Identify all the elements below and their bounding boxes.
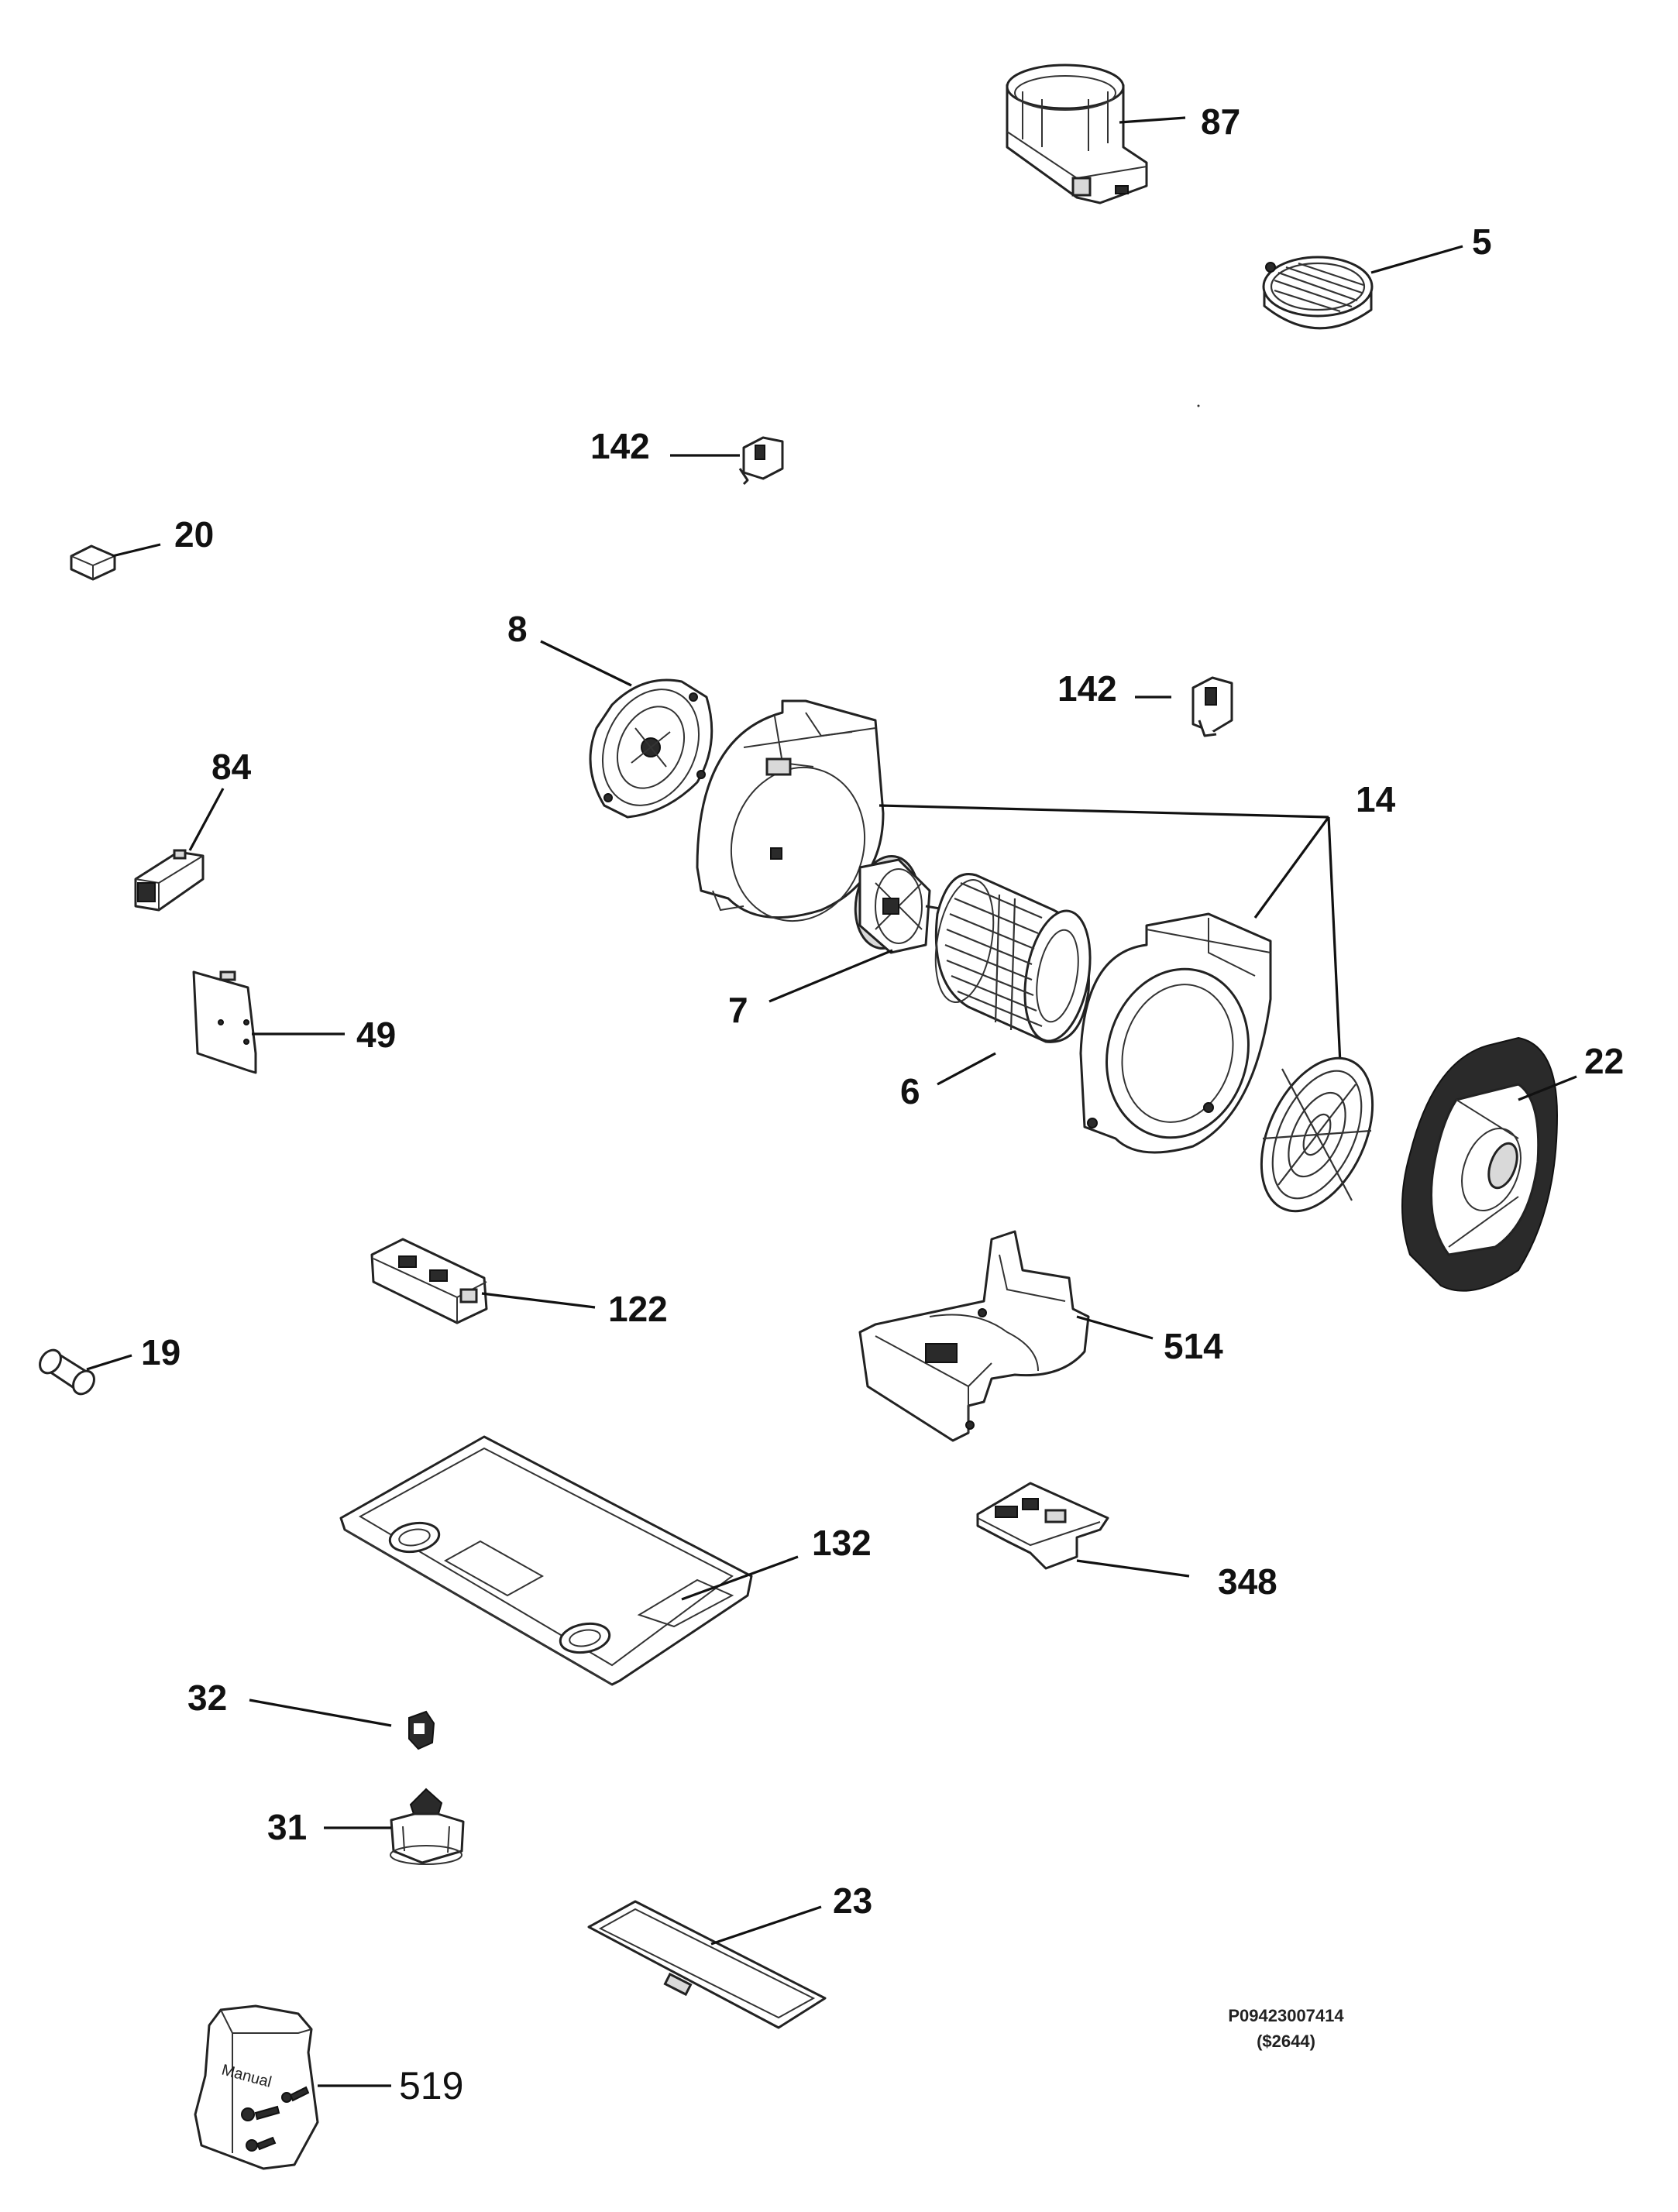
part-49-circuit-board xyxy=(192,970,257,1074)
part-84-switch-module xyxy=(134,849,205,912)
part-132-hood-bottom-panel xyxy=(339,1435,753,1686)
part-519-hardware-bag: Manual xyxy=(194,2004,319,2170)
callout-132: 132 xyxy=(812,1523,872,1563)
callout-14: 14 xyxy=(1356,779,1396,819)
callout-31: 31 xyxy=(267,1807,307,1847)
callout-142-right: 142 xyxy=(1057,668,1117,709)
callout-20: 20 xyxy=(174,514,214,555)
callout-22: 22 xyxy=(1584,1041,1624,1081)
part-20-junction-cover xyxy=(70,544,116,581)
part-5-round-grille xyxy=(1262,256,1374,330)
callout-519: 519 xyxy=(399,2064,463,2107)
part-14-blower-housing-right xyxy=(1079,912,1272,1154)
part-348-bracket xyxy=(976,1482,1109,1570)
part-142-clip-top xyxy=(738,436,784,486)
callout-87: 87 xyxy=(1201,101,1240,142)
callout-19: 19 xyxy=(141,1332,181,1372)
callout-32: 32 xyxy=(187,1678,227,1718)
reference-price: ($2644) xyxy=(1257,2032,1315,2051)
part-19-capacitor xyxy=(39,1348,95,1396)
part-14-blower-housing-left xyxy=(696,699,885,922)
callout-84: 84 xyxy=(211,747,252,787)
callout-8: 8 xyxy=(507,609,528,649)
callout-23: 23 xyxy=(833,1881,872,1921)
part-32-terminal xyxy=(408,1710,435,1750)
callout-122: 122 xyxy=(608,1289,668,1329)
part-7-motor xyxy=(854,855,950,954)
part-31-lamp xyxy=(390,1788,465,1865)
part-87-duct-connector xyxy=(1006,64,1148,204)
part-22-charcoal-filter xyxy=(1401,1036,1559,1292)
part-filter-ring xyxy=(1260,1056,1374,1213)
part-6-blower-wheel xyxy=(934,873,1092,1043)
callout-5: 5 xyxy=(1472,222,1492,262)
part-8-mounting-plate xyxy=(589,678,713,819)
part-23-grease-filter xyxy=(587,1900,827,2029)
callout-348: 348 xyxy=(1218,1561,1277,1602)
part-514-electrical-box xyxy=(858,1230,1090,1442)
part-142-clip-right xyxy=(1191,676,1233,737)
part-122-light-bar xyxy=(370,1238,488,1324)
callout-7: 7 xyxy=(728,990,748,1030)
callout-514: 514 xyxy=(1164,1326,1223,1366)
callout-6: 6 xyxy=(900,1071,920,1111)
reference-code: P09423007414 xyxy=(1228,2006,1344,2025)
callout-49: 49 xyxy=(356,1015,396,1055)
callout-142-top: 142 xyxy=(590,426,650,466)
